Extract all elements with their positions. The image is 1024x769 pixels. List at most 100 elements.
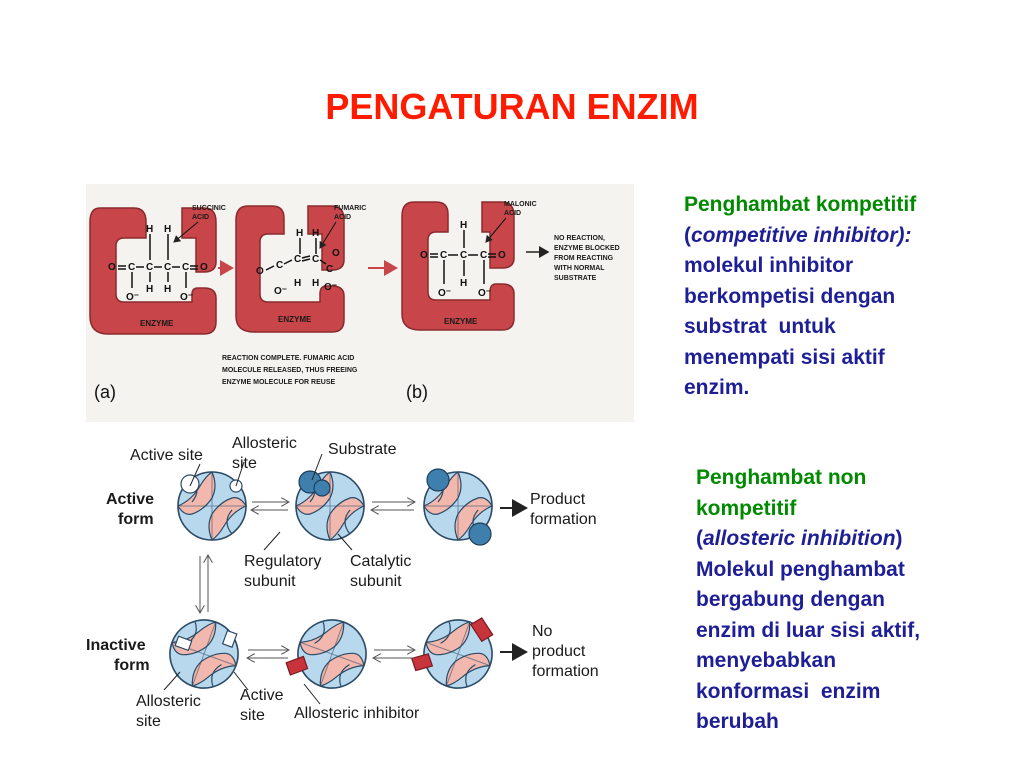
label-active-site-bottom-2: site	[240, 707, 265, 724]
paren-open: (	[684, 223, 691, 247]
reaction-complete-line-1: REACTION COMPLETE. FUMARIC ACID	[222, 355, 354, 362]
active-form-row	[177, 468, 528, 546]
label-allosteric-inhibitor: Allosteric inhibitor	[294, 705, 420, 722]
no-reaction-line-3: FROM REACTING	[554, 255, 614, 262]
reaction-complete-line-2: MOLECULE RELEASED, THUS FREEING	[222, 367, 358, 374]
noncompetitive-line-6: berubah	[696, 710, 779, 733]
paren-close: )	[895, 527, 903, 550]
callout-line	[319, 221, 337, 249]
noncompetitive-term: allosteric inhibition	[703, 527, 896, 550]
panel-label-b: (b)	[406, 382, 428, 402]
enzyme-label-3: ENZYME	[444, 317, 478, 326]
label-product-formation-1: Product	[530, 491, 586, 508]
label-active-site-bottom-1: Active	[240, 687, 284, 704]
atom-c: C	[326, 264, 333, 275]
noncompetitive-line-1: Molekul penghambat	[696, 557, 905, 581]
no-reaction-line-5: SUBSTRATE	[554, 275, 597, 282]
product-molecule	[468, 522, 492, 546]
malonic-label-2: ACID	[504, 210, 521, 217]
noncompetitive-line-5: konformasi enzim	[696, 679, 881, 703]
succinic-label-2: ACID	[192, 214, 209, 221]
succinic-label-1: SUCCINIC	[192, 205, 226, 212]
reaction-complete-line-3: ENZYME MOLECULE FOR REUSE	[222, 379, 336, 386]
atom-c: C	[294, 254, 301, 265]
allosteric-regulation-figure: Active site Allosteric site Substrate Ac…	[80, 428, 640, 764]
enzyme-label-2: ENZYME	[278, 315, 312, 324]
enzyme-shape-2	[235, 205, 345, 333]
noncompetitive-term-line: (allosteric inhibition)	[696, 524, 1016, 555]
fumaric-acid-molecule: O C C C C O H H H H O⁻ O⁻	[256, 228, 340, 297]
atom-o-minus: O⁻	[126, 292, 139, 303]
no-reaction-line-4: WITH NORMAL	[554, 265, 605, 272]
atom-o-minus: O⁻	[324, 282, 337, 293]
noncompetitive-heading-2: kompetitif	[696, 496, 797, 520]
inhibitor-molecule	[410, 653, 434, 672]
enzyme-inactive-3	[410, 609, 503, 699]
callout-line	[337, 533, 353, 551]
label-catalytic-subunit-2: subunit	[350, 573, 402, 590]
noncompetitive-heading-1: Penghambat non	[696, 466, 867, 489]
atom-o: O	[200, 262, 208, 273]
competitive-heading: Penghambat kompetitif	[684, 193, 917, 216]
label-product-formation-2: formation	[530, 511, 597, 528]
competitive-line-5: enzim.	[684, 376, 750, 399]
atom-c: C	[164, 262, 171, 273]
label-substrate: Substrate	[328, 441, 397, 458]
atom-o-minus: O⁻	[478, 288, 491, 299]
callout-line	[263, 531, 281, 551]
atom-o: O	[332, 248, 340, 259]
label-no-product-3: formation	[532, 663, 599, 680]
callout-line	[235, 461, 245, 487]
enzyme-inactive-1	[159, 609, 249, 699]
atom-o-minus: O⁻	[438, 288, 451, 299]
label-regulatory-subunit-1: Regulatory	[244, 553, 321, 570]
label-inactive-form-1: Inactive	[86, 637, 146, 654]
atom-c: C	[460, 250, 467, 261]
competitive-inhibition-figure: ENZYME ENZYME ENZYME O C C C C O H H H H	[86, 184, 634, 422]
label-catalytic-subunit-1: Catalytic	[350, 553, 411, 570]
inhibitor-molecule	[285, 655, 309, 676]
callout-line	[173, 221, 199, 243]
malonic-label-1: MALONIC	[504, 201, 537, 208]
allosteric-regulation-svg: Active site Allosteric site Substrate Ac…	[86, 435, 599, 730]
competitive-line-1: molekul inhibitor	[684, 254, 854, 277]
label-allosteric-site-bottom-2: site	[136, 713, 161, 730]
slide-title: PENGATURAN ENZIM	[325, 86, 699, 127]
enzyme-shape-1	[89, 207, 217, 335]
label-allosteric-site-2: site	[232, 455, 257, 472]
product-molecule	[426, 468, 450, 492]
atom-h: H	[146, 224, 153, 235]
atom-o: O	[498, 250, 506, 261]
callout-line	[163, 671, 181, 691]
fumaric-label-2: ACID	[334, 214, 351, 221]
enzyme-active-3	[423, 468, 493, 546]
fumaric-label-1: FUMARIC	[334, 205, 366, 212]
callout-line	[485, 217, 507, 243]
competitive-line-2: berkompetisi dengan	[684, 284, 896, 308]
atom-o: O	[108, 262, 116, 273]
label-regulatory-subunit-2: subunit	[244, 573, 296, 590]
label-allosteric-site-1: Allosteric	[232, 435, 297, 452]
label-active-site: Active site	[130, 447, 203, 464]
malonic-acid-molecule: O C C C O H H O⁻ O⁻	[420, 220, 506, 299]
atom-h: H	[460, 220, 467, 231]
callout-line	[303, 683, 321, 705]
noncompetitive-inhibitor-text: Penghambat non kompetitif (allosteric in…	[696, 463, 1016, 738]
callout-line	[233, 671, 249, 691]
atom-h: H	[312, 278, 319, 289]
atom-h: H	[164, 284, 171, 295]
inactive-form-row	[159, 609, 528, 699]
label-allosteric-site-bottom-1: Allosteric	[136, 693, 201, 710]
competitive-inhibition-svg: ENZYME ENZYME ENZYME O C C C C O H H H H	[89, 201, 620, 402]
atom-c: C	[312, 254, 319, 265]
atom-o: O	[256, 266, 264, 277]
atom-c: C	[146, 262, 153, 273]
callout-line	[311, 453, 323, 481]
no-reaction-line-2: ENZYME BLOCKED	[554, 245, 620, 252]
no-reaction-line-1: NO REACTION,	[554, 235, 605, 242]
competitive-inhibitor-text: Penghambat kompetitif (competitive inhib…	[684, 190, 1004, 404]
atom-h: H	[296, 228, 303, 239]
atom-c: C	[276, 260, 283, 271]
panel-label-a: (a)	[94, 382, 116, 402]
atom-h: H	[164, 224, 171, 235]
